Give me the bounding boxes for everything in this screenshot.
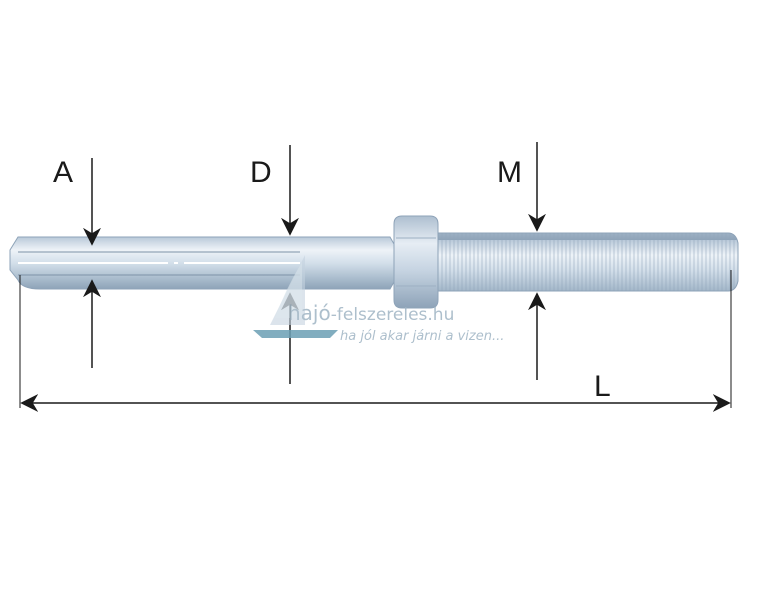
- threaded-stud: [437, 232, 739, 292]
- dim-d-label: D: [250, 156, 272, 189]
- dimension-a: A: [53, 156, 101, 368]
- dim-a-label: A: [53, 156, 73, 189]
- watermark-brand: hajó-felszereles.hu: [288, 301, 454, 325]
- terminal-body: [9, 215, 739, 309]
- dimension-l: L: [19, 270, 732, 412]
- hex-nut: [393, 215, 439, 309]
- watermark-tagline: ha jól akar járni a vizen...: [340, 329, 504, 344]
- sailboat-icon: [253, 255, 338, 338]
- dimension-m: M: [497, 142, 546, 380]
- dim-l-label: L: [594, 370, 611, 403]
- watermark: hajó-felszereles.hu ha jól akar járni a …: [253, 255, 504, 344]
- dim-m-label: M: [497, 156, 522, 189]
